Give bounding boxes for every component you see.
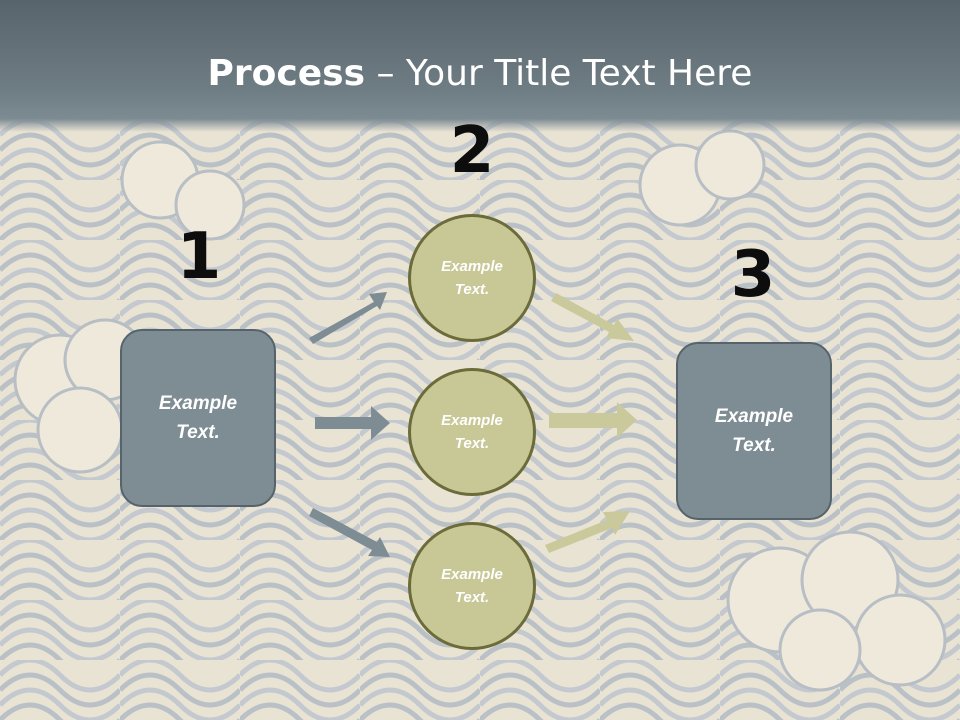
left-box: Example Text.: [120, 329, 276, 507]
title-rest: – Your Title Text Here: [365, 53, 753, 94]
right-box: Example Text.: [676, 342, 832, 520]
step-number-2: 2: [449, 114, 495, 188]
title-bold: Process: [207, 53, 366, 94]
arrow-right-up: [551, 293, 634, 341]
arrow-left-down: [309, 508, 390, 557]
step-number-1: 1: [176, 220, 222, 294]
header-bar: Process – Your Title Text Here: [0, 0, 960, 132]
arrow-left-middle: [315, 406, 390, 440]
circle-bottom-label: Example Text.: [441, 566, 503, 606]
circle-top-label: Example Text.: [441, 258, 503, 298]
step-number-3: 3: [730, 238, 776, 312]
circle-bottom: Example Text.: [408, 522, 536, 650]
right-box-label: Example Text.: [714, 406, 794, 456]
circle-middle: Example Text.: [408, 368, 536, 496]
arrow-right-down: [545, 511, 630, 553]
circle-top: Example Text.: [408, 214, 536, 342]
left-box-label: Example Text.: [158, 393, 238, 443]
arrow-right-middle: [549, 402, 637, 438]
arrow-left-up: [309, 292, 387, 344]
circle-middle-label: Example Text.: [441, 412, 503, 452]
slide-title: Process – Your Title Text Here: [0, 52, 960, 96]
